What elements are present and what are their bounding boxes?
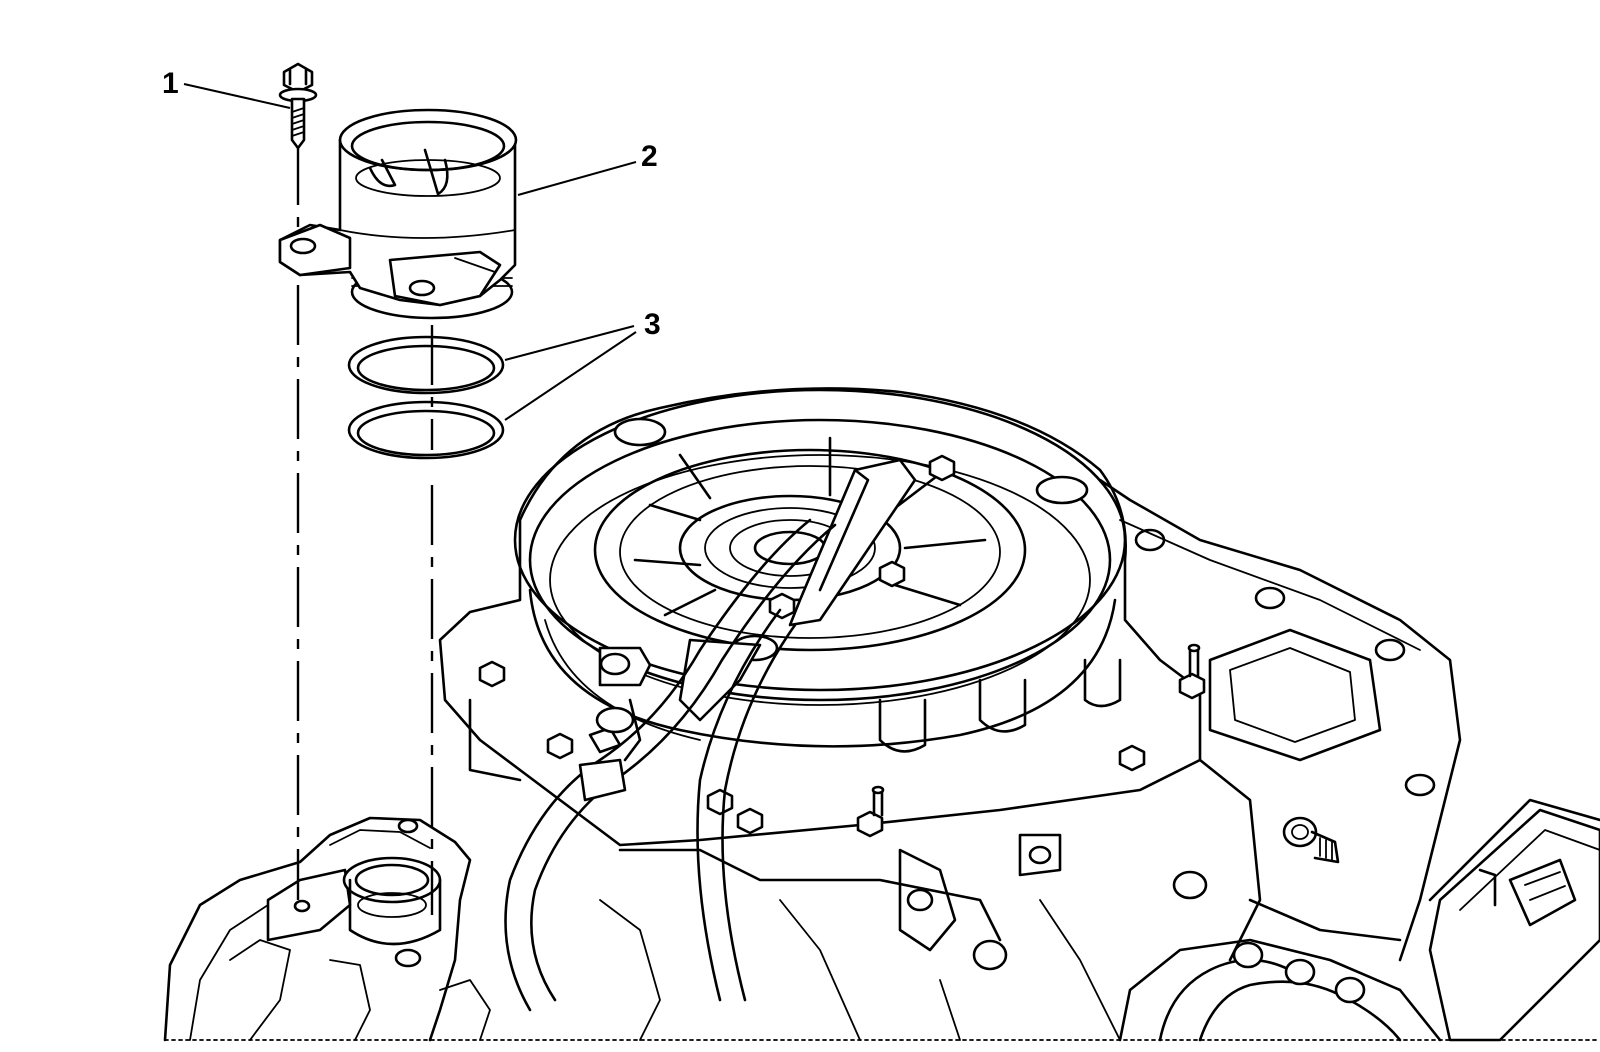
callout-3-leader-upper bbox=[504, 325, 635, 361]
tube-bracket bbox=[598, 458, 917, 762]
callout-2: 2 bbox=[517, 140, 658, 196]
callout-1: 1 bbox=[162, 67, 291, 109]
callout-2-label: 2 bbox=[641, 140, 658, 173]
callout-1-leader bbox=[183, 83, 291, 109]
lower-seal-ring bbox=[347, 400, 505, 460]
callout-1-label: 1 bbox=[162, 67, 179, 100]
callout-2-leader bbox=[517, 161, 637, 196]
connectors bbox=[1118, 798, 1600, 1042]
hose bbox=[504, 518, 837, 1012]
engine-assembly bbox=[163, 387, 1600, 1042]
seal-rings bbox=[347, 335, 505, 460]
callout-3-leader-lower bbox=[504, 331, 637, 421]
lower-left-block bbox=[163, 816, 491, 1042]
callout-3: 3 bbox=[504, 308, 661, 421]
callout-3-label: 3 bbox=[644, 308, 661, 341]
callouts: 1 2 3 bbox=[162, 67, 661, 421]
upper-seal-ring bbox=[347, 335, 505, 395]
cover-bolts bbox=[478, 454, 1206, 838]
lower-brackets bbox=[599, 833, 1208, 1041]
bolt-part bbox=[278, 62, 318, 150]
right-housing bbox=[1098, 478, 1462, 962]
housing-part bbox=[278, 108, 518, 320]
